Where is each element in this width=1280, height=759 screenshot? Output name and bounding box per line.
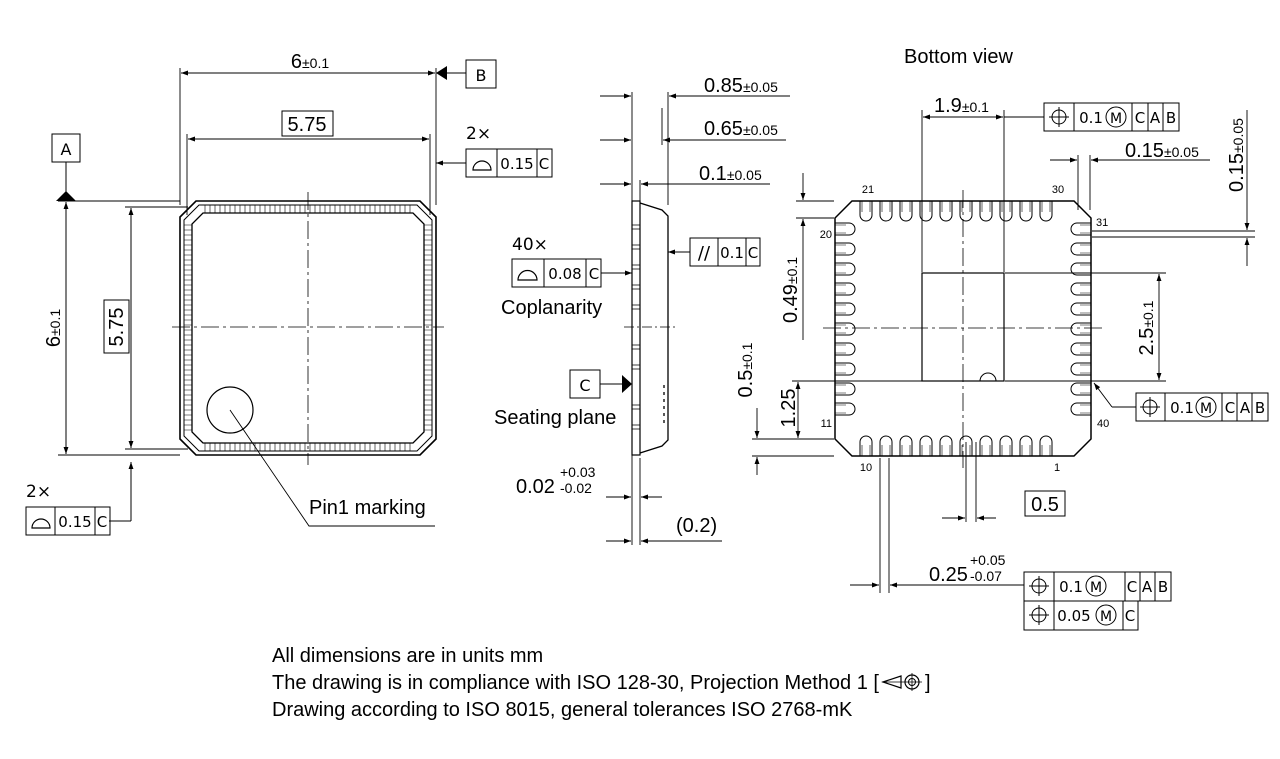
coplanarity-label: Coplanarity xyxy=(501,297,602,319)
bottom-view-title: Bottom view xyxy=(904,46,1013,68)
coplanarity-datum: C xyxy=(589,265,599,283)
coplanarity-count: 40× xyxy=(512,235,548,255)
datum-b-label: B xyxy=(476,66,487,85)
dim-065: 0.65±0.05 xyxy=(704,118,778,140)
right-pos-mmc: M xyxy=(1200,401,1212,417)
parallelism-symbol: // xyxy=(698,243,711,264)
pad-pos-datum-c: C xyxy=(1135,109,1145,127)
standoff-minus: -0.02 xyxy=(560,480,592,496)
dim-049: 0.49±0.1 xyxy=(780,257,802,323)
bottom-profile-value: 0.15 xyxy=(58,513,91,531)
lead-width-nominal: 0.25 xyxy=(929,564,968,586)
pad-pos-datum-a: A xyxy=(1150,109,1161,127)
note-projection: The drawing is in compliance with ISO 12… xyxy=(272,670,931,697)
lead-pos1-mmc: M xyxy=(1090,580,1102,596)
pad-pos-mmc: M xyxy=(1110,111,1122,127)
height-dimension: 6±0.1 xyxy=(43,309,65,347)
lead-pos1-datum-b: B xyxy=(1158,578,1168,596)
standoff-plus: +0.03 xyxy=(560,464,596,480)
edge-profile-datum: C xyxy=(539,155,549,173)
pin-31-label: 31 xyxy=(1096,217,1108,229)
pin-10-label: 10 xyxy=(860,462,872,474)
pin-40-label: 40 xyxy=(1097,418,1109,430)
right-pos-datum-c: C xyxy=(1225,399,1235,417)
inner-height-dimension: 5.75 xyxy=(106,308,128,347)
note-projection-text: The drawing is in compliance with ISO 12… xyxy=(272,672,879,694)
datum-a-label: A xyxy=(61,140,72,159)
lead-pos2-mmc: M xyxy=(1100,609,1112,625)
side-view-text: 0.85±0.05 0.65±0.05 0.1±0.05 // 0.1 C 40… xyxy=(494,75,778,537)
lead-pos2-value: 0.05 xyxy=(1057,607,1090,625)
right-pos-value: 0.1 xyxy=(1170,399,1194,417)
pin-20-label: 20 xyxy=(820,229,832,241)
note-tolerances: Drawing according to ISO 8015, general t… xyxy=(272,699,853,721)
edge-profile-count: 2× xyxy=(466,124,491,144)
dim-05-vertical: 0.5±0.1 xyxy=(735,342,757,397)
pin-1-label: 1 xyxy=(1054,462,1060,474)
lead-width-plus: +0.05 xyxy=(970,552,1006,568)
bottom-view xyxy=(752,102,1269,631)
pin-30-label: 30 xyxy=(1052,184,1064,196)
dim-085: 0.85±0.05 xyxy=(704,75,778,97)
lead-width-minus: -0.07 xyxy=(970,568,1002,584)
coplanarity-value: 0.08 xyxy=(548,265,581,283)
note-projection-end: ] xyxy=(924,672,931,694)
top-view xyxy=(25,59,553,536)
seating-plane-label: Seating plane xyxy=(494,407,616,429)
parallelism-value: 0.1 xyxy=(720,244,744,262)
lead-pos2-datum-c: C xyxy=(1125,607,1135,625)
pad-pos-value: 0.1 xyxy=(1079,109,1103,127)
bottom-profile-datum: C xyxy=(97,513,107,531)
parallelism-datum: C xyxy=(748,244,758,262)
dim-015-horizontal: 0.15±0.05 xyxy=(1125,140,1199,162)
standoff-nominal: 0.02 xyxy=(516,476,555,498)
bottom-view-text: Bottom view 21 30 31 20 11 40 10 1 1.9±0… xyxy=(735,46,1265,625)
ref-dimension: (0.2) xyxy=(676,515,717,537)
width-dimension: 6±0.1 xyxy=(291,51,329,73)
inner-width-dimension: 5.75 xyxy=(288,114,327,136)
lead-pos1-datum-c: C xyxy=(1127,578,1137,596)
pin-21-label: 21 xyxy=(862,184,874,196)
dim-015-vertical: 0.15±0.05 xyxy=(1226,118,1248,192)
pad-height-dimension: 2.5±0.1 xyxy=(1136,300,1158,355)
pitch-dimension: 0.5 xyxy=(1031,494,1059,516)
pad-pos-datum-b: B xyxy=(1166,109,1176,127)
dim-125: 1.25 xyxy=(778,389,800,428)
datum-c-label: C xyxy=(579,376,590,395)
pin-11-label: 11 xyxy=(821,418,832,430)
lead-pos1-value: 0.1 xyxy=(1059,578,1083,596)
bottom-profile-count: 2× xyxy=(26,482,51,502)
note-units: All dimensions are in units mm xyxy=(272,645,544,667)
lead-pos1-datum-a: A xyxy=(1142,578,1153,596)
right-pos-datum-a: A xyxy=(1240,399,1251,417)
pad-width-dimension: 1.9±0.1 xyxy=(934,95,989,117)
projection-method-icon xyxy=(881,673,922,691)
dim-01: 0.1±0.05 xyxy=(699,163,762,185)
drawing-notes: All dimensions are in units mm The drawi… xyxy=(272,643,931,724)
side-view xyxy=(511,92,790,545)
edge-profile-value: 0.15 xyxy=(500,155,533,173)
right-pos-datum-b: B xyxy=(1255,399,1265,417)
pin1-marking-label: Pin1 marking xyxy=(309,497,426,519)
top-view-text: A B 6±0.1 5.75 6±0.1 5.75 2× 0.15 C 2× 0… xyxy=(26,51,549,531)
